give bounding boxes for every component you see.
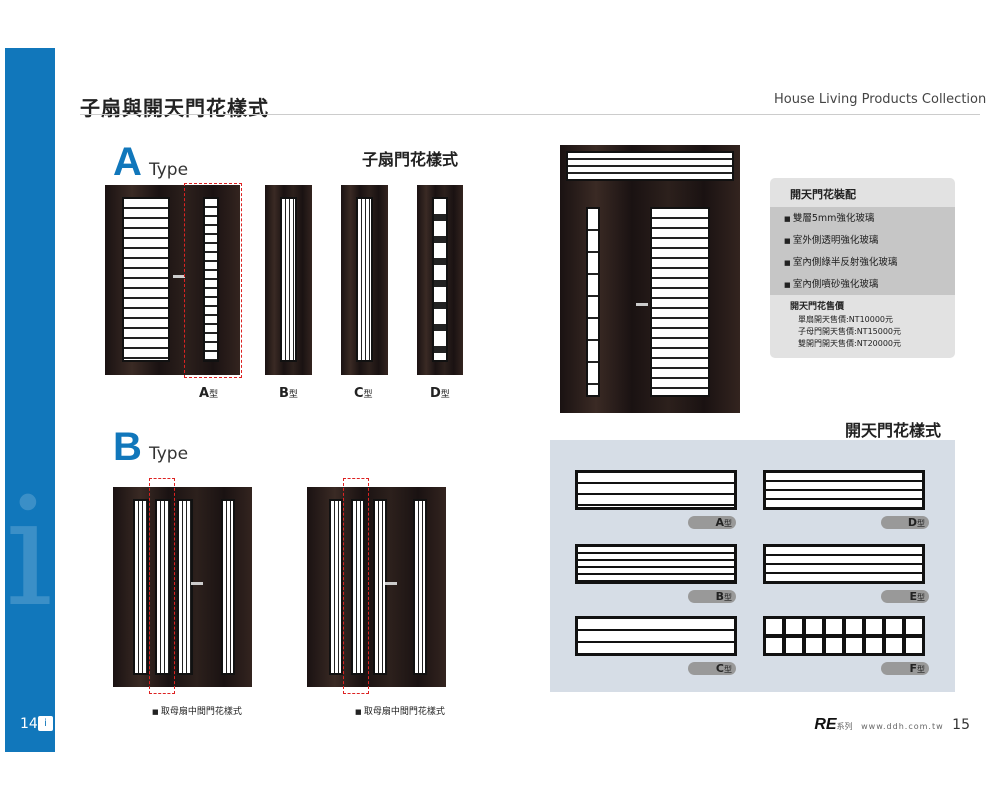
type-b-letter: B (113, 425, 142, 469)
label-suffix: 型 (363, 390, 373, 400)
label-letter: E (909, 590, 917, 603)
feature-item: 雙層5mm強化玻璃 (784, 210, 955, 232)
price-item: 雙開門開天售價:NT20000元 (798, 339, 902, 348)
info-box: 開天門花裝配 雙層5mm強化玻璃 室外側透明強化玻璃 室內側綠半反射強化玻璃 室… (770, 178, 955, 358)
brand-icon: i (38, 716, 53, 731)
brand-logo: RE (814, 716, 837, 733)
door-label-d: D型 (430, 386, 450, 401)
label-suffix: 型 (209, 390, 219, 400)
transom-label-f: F型 (881, 662, 929, 675)
title-divider (80, 114, 980, 115)
transom-door-image (560, 145, 740, 413)
label-letter: B (715, 590, 724, 603)
transom-a-image (575, 470, 737, 510)
double-door-2-image (307, 487, 446, 687)
transom-label-e: E型 (881, 590, 929, 603)
label-suffix: 型 (288, 390, 298, 400)
label-suffix: 型 (917, 665, 925, 674)
label-suffix: 型 (440, 390, 450, 400)
price-item: 子母門開天售價:NT15000元 (798, 327, 902, 336)
transom-f-image (763, 616, 925, 656)
feature-item: 室內側噴砂強化玻璃 (784, 276, 955, 298)
label-letter: D (430, 386, 441, 401)
double-door-1-image (113, 487, 252, 687)
price-item: 單扇開天售價:NT10000元 (798, 315, 894, 324)
door-b-image (265, 185, 312, 375)
door-label-a: A型 (199, 386, 218, 401)
label-letter: F (909, 662, 917, 675)
transom-d-image (763, 470, 925, 510)
transom-heading: 開天門花樣式 (845, 421, 942, 440)
type-a-letter: A (113, 140, 142, 184)
caption-2: 取母扇中間門花樣式 (355, 704, 445, 717)
type-b-label: Type (149, 444, 189, 464)
door-a-image (105, 185, 240, 375)
label-suffix: 型 (724, 665, 732, 674)
type-a-label: Type (149, 160, 189, 180)
label-suffix: 型 (724, 593, 732, 602)
sidebar-band: i (5, 48, 55, 752)
website-url[interactable]: www.ddh.com.tw (861, 722, 944, 731)
page-number-left: 14 (20, 716, 38, 732)
transom-c-image (575, 616, 737, 656)
label-suffix: 型 (917, 593, 925, 602)
transom-b-image (575, 544, 737, 584)
page-number-right: 15 (952, 717, 970, 733)
highlight-box (184, 183, 242, 378)
label-suffix: 型 (724, 519, 732, 528)
footer: RE系列 www.ddh.com.tw 15 (814, 716, 970, 734)
label-letter: B (279, 386, 289, 401)
highlight-box (343, 478, 369, 694)
logo-watermark-icon: i (5, 466, 53, 640)
feature-item: 室內側綠半反射強化玻璃 (784, 254, 955, 276)
transom-e-image (763, 544, 925, 584)
label-letter: D (907, 516, 917, 529)
highlight-box (149, 478, 175, 694)
series-label: 系列 (836, 722, 853, 731)
door-label-c: C型 (354, 386, 373, 401)
door-d-image (417, 185, 463, 375)
info-title: 開天門花裝配 (790, 188, 856, 201)
caption-1: 取母扇中間門花樣式 (152, 704, 242, 717)
door-c-image (341, 185, 388, 375)
label-letter: A (199, 386, 210, 401)
side-panel-heading: 子扇門花樣式 (362, 150, 459, 169)
transom-label-c: C型 (688, 662, 736, 675)
price-title: 開天門花售價 (790, 302, 845, 312)
label-letter: C (354, 386, 364, 401)
label-suffix: 型 (917, 519, 925, 528)
feature-item: 室外側透明強化玻璃 (784, 232, 955, 254)
label-letter: A (715, 516, 724, 529)
collection-subtitle: House Living Products Collection (774, 92, 987, 107)
transom-label-b: B型 (688, 590, 736, 603)
transom-label-d: D型 (881, 516, 929, 529)
door-label-b: B型 (279, 386, 298, 401)
transom-panel: A型 D型 B型 E型 C型 F型 (550, 440, 955, 692)
label-letter: C (715, 662, 724, 675)
transom-label-a: A型 (688, 516, 736, 529)
page-title: 子扇與開天門花樣式 (80, 96, 269, 120)
